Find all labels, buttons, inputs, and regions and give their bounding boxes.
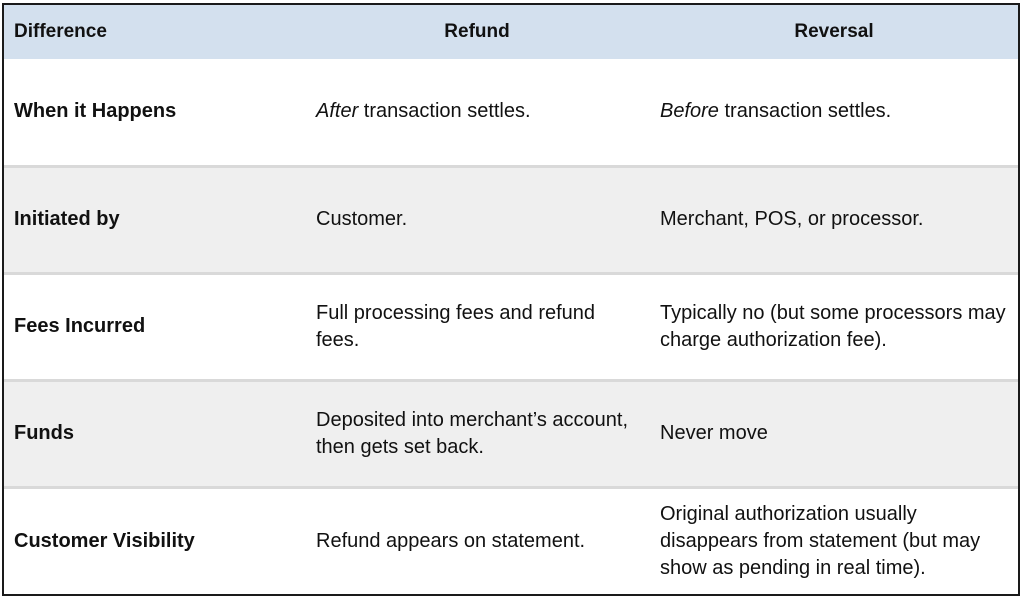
reversal-text: transaction settles.	[718, 100, 892, 123]
row-label: When it Happens	[14, 100, 177, 123]
header-row: Difference Refund Reversal	[4, 5, 1018, 59]
reversal-cell: Typically no (but some processors may ch…	[660, 301, 1006, 351]
refund-text: transaction settles.	[358, 100, 531, 123]
refund-emphasis: After	[316, 100, 359, 123]
table-row: When it Happens After transaction settle…	[4, 59, 1018, 166]
reversal-emphasis: Before	[660, 100, 719, 123]
reversal-cell: Before transaction settles.	[650, 59, 1018, 166]
table-header: Difference Refund Reversal	[4, 5, 1018, 59]
reversal-cell: Original authorization usually disappear…	[660, 502, 981, 579]
refund-cell: Deposited into merchant’s account, then …	[316, 408, 629, 458]
table-row: Fees Incurred Full processing fees and r…	[4, 273, 1018, 380]
refund-vs-reversal-table: Difference Refund Reversal When it Happe…	[4, 5, 1018, 594]
refund-cell: Full processing fees and refund fees.	[316, 301, 596, 351]
table-row: Initiated by Customer. Merchant, POS, or…	[4, 166, 1018, 273]
header-difference: Difference	[14, 21, 107, 42]
reversal-cell: Merchant, POS, or processor.	[660, 208, 924, 230]
table-body: When it Happens After transaction settle…	[4, 59, 1018, 594]
refund-cell: Customer.	[316, 208, 408, 230]
row-label: Initiated by	[14, 208, 120, 230]
comparison-table: Difference Refund Reversal When it Happe…	[2, 3, 1020, 596]
table-row: Customer Visibility Refund appears on st…	[4, 487, 1018, 594]
table-row: Funds Deposited into merchant’s account,…	[4, 380, 1018, 487]
row-label: Funds	[14, 422, 74, 444]
refund-cell: Refund appears on statement.	[316, 529, 586, 552]
header-reversal: Reversal	[794, 21, 874, 42]
header-refund: Refund	[444, 21, 510, 42]
row-label: Fees Incurred	[14, 315, 146, 337]
reversal-cell: Never move	[660, 422, 768, 444]
refund-cell: After transaction settles.	[304, 59, 650, 166]
row-label: Customer Visibility	[14, 529, 195, 552]
